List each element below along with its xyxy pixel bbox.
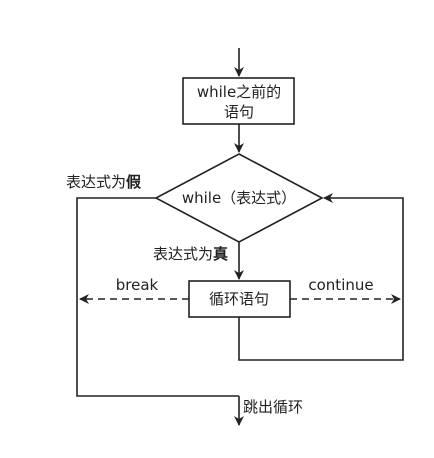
condition-diamond: while（表达式） <box>154 153 324 243</box>
condition-text: while（表达式） <box>182 189 296 207</box>
loop-back-line <box>238 193 404 361</box>
true-label-emph: 真 <box>213 245 228 263</box>
exit-label: 跳出循环 <box>243 398 303 416</box>
false-label-prefix: 表达式为 <box>66 173 126 191</box>
break-label: break <box>116 276 159 294</box>
pre-loop-statement-box: while之前的 语句 <box>182 77 295 125</box>
loop-body-text: 循环语句 <box>209 290 269 308</box>
false-label-emph: 假 <box>126 173 142 191</box>
true-label: 表达式为真 <box>153 245 228 263</box>
pre-loop-line-2: 语句 <box>224 103 254 121</box>
false-branch-line <box>76 197 239 397</box>
continue-label: continue <box>308 276 373 294</box>
false-label: 表达式为假 <box>66 173 142 191</box>
loop-body-box: 循环语句 <box>188 280 291 318</box>
pre-loop-line-1: while之前的 <box>197 83 281 101</box>
true-label-prefix: 表达式为 <box>153 245 213 263</box>
